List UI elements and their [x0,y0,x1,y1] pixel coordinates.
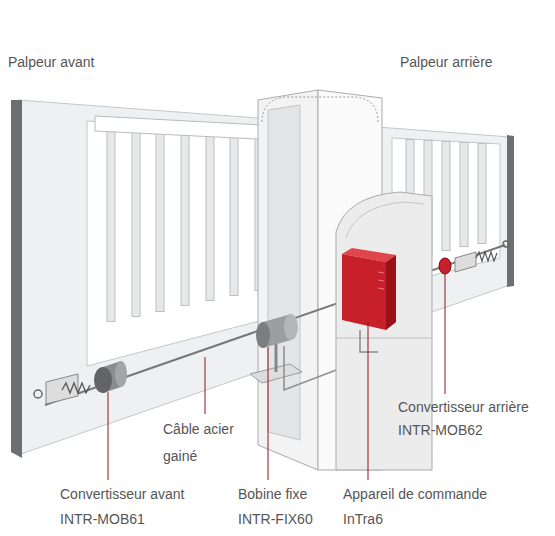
coil-stand [275,342,278,372]
front-converter [94,367,112,393]
gate-bar [230,130,239,296]
gate-bar [461,143,468,246]
gate-bar [479,144,486,243]
gate-bar [443,142,450,250]
gate-bar [182,128,189,305]
control-wire [360,330,378,352]
gate-bar [107,122,116,322]
control-box-vent [378,288,384,289]
callout-label: Palpeur arrière [400,52,550,72]
leader-line [445,274,446,394]
gate-bar [133,125,140,316]
leader-line [108,392,109,480]
front-sensing-edge [11,100,22,458]
rear-sensing-edge [507,135,514,287]
front-spring [62,383,90,393]
rear-spring [476,252,497,261]
housing-joint [336,338,432,339]
cable-and-converters [34,241,509,405]
control-box-side [386,255,396,330]
control-box-vent [378,280,384,281]
control-box [342,254,386,330]
steel-cable [45,245,505,405]
callout-label: Palpeur avant [8,52,168,72]
rear-converter [439,258,451,274]
control-box-vent [378,272,384,273]
fixed-coil [256,322,270,348]
gate-bar [132,124,141,317]
leader-lines [108,274,445,480]
callout-label: Appareil de commande InTra6 [343,482,511,532]
callout-label: Convertisseur avant INTR-MOB61 [60,482,200,532]
gate-bar [460,142,469,247]
front-converter-end [115,361,127,387]
leader-line [268,347,269,480]
gate-bar [157,126,164,311]
gate-bar [207,129,214,300]
callout-label: Bobine fixe INTR-FIX60 [238,482,330,532]
gate-bar [156,125,165,312]
front-hook [34,390,42,398]
leader-line [368,322,369,480]
fixed-coil-end [284,314,298,340]
callout-label: Câble acier gainé [163,416,255,470]
gate-bar [108,123,115,321]
gate-bar [206,128,215,301]
rear-bracket [455,252,476,272]
rear-hook [503,241,509,247]
gate-bar [442,141,451,251]
housing-edge [346,202,424,238]
callout-label: Convertisseur arrière INTR-MOB62 [398,396,548,442]
gate-bar [231,131,238,295]
gate-bar [478,143,487,244]
leader-line [205,357,206,414]
gate-bar [181,127,190,306]
post-top-outline [262,97,378,122]
post-side [258,90,318,470]
